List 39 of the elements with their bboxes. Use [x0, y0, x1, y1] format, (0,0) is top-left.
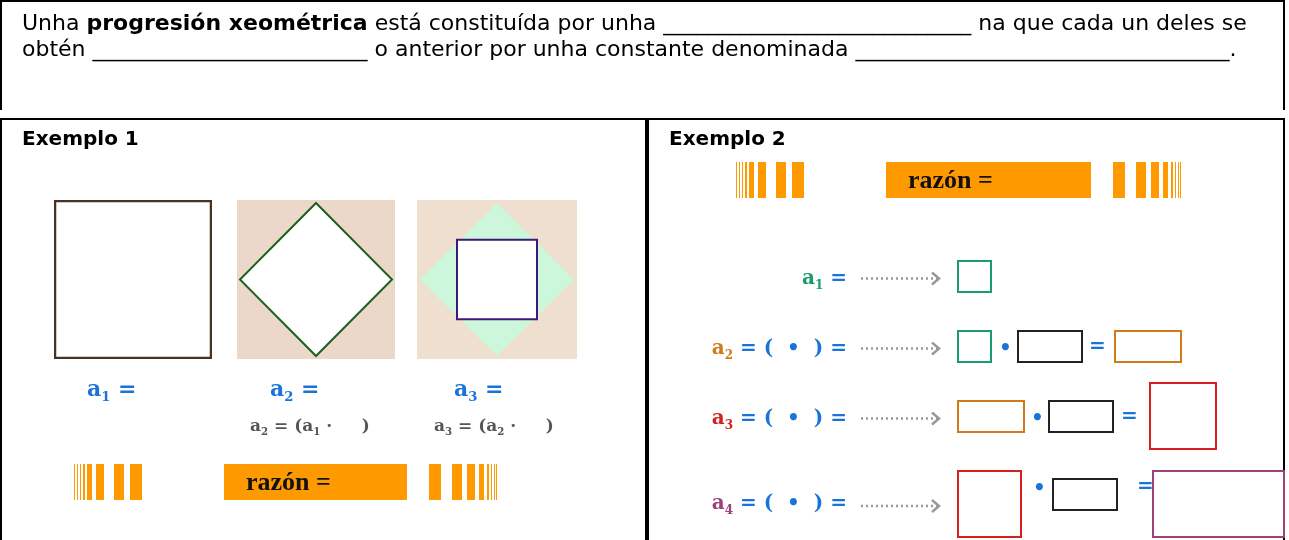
dotted-arrow [861, 271, 941, 286]
operator-symbol: • [1033, 475, 1046, 499]
answer-box [1152, 470, 1285, 538]
answer-box [1048, 400, 1114, 433]
formula-text: a$_{2}$ = [270, 375, 320, 405]
ratio-banner: razón = [886, 162, 1091, 198]
operator-symbol: = [1089, 333, 1106, 357]
formula-text: a$_{3}$ = ( • ) = [659, 402, 847, 432]
formula-text: a$_{1}$ = [87, 375, 137, 405]
formula-text: a$_{2}$ = ( • ) = [659, 332, 847, 362]
example-panel [0, 118, 647, 540]
diamond-in-square-figure [237, 200, 395, 359]
formula-text: a$_{2}$ = (a$_{1}$ · ) [250, 415, 370, 438]
answer-box [1114, 330, 1182, 363]
answer-box [1052, 478, 1118, 511]
formula-text: a$_{3}$ = [454, 375, 504, 405]
question-text: Unha progresión xeométrica está constituída por unha ____________________________ na que cada un deles se obtén _________________________ o anterior por unha constante denominada __________________________________. [22, 10, 1248, 62]
operator-symbol: = [1121, 403, 1138, 427]
formula-text: a$_{1}$ = [759, 262, 847, 292]
dotted-arrow [861, 498, 941, 514]
formula-text: a$_{4}$ = ( • ) = [659, 487, 847, 517]
square-figure [54, 200, 212, 359]
answer-box [1017, 330, 1083, 363]
panel-heading: Exemplo 2 [669, 126, 786, 150]
operator-symbol: = [1137, 473, 1154, 497]
panel-heading: Exemplo 1 [22, 126, 139, 150]
answer-box [957, 260, 992, 293]
ratio-banner: razón = [224, 464, 407, 500]
dotted-arrow [861, 341, 941, 356]
nested-square-figure [417, 200, 577, 359]
answer-box [957, 470, 1022, 538]
example-panel [647, 118, 1285, 540]
operator-symbol: • [1031, 405, 1044, 429]
operator-symbol: • [999, 335, 1012, 359]
formula-text: a$_{3}$ = (a$_{2}$ · ) [434, 415, 554, 438]
dotted-arrow [861, 411, 941, 426]
answer-box [1149, 382, 1217, 450]
answer-box [957, 400, 1025, 433]
answer-box [957, 330, 992, 363]
